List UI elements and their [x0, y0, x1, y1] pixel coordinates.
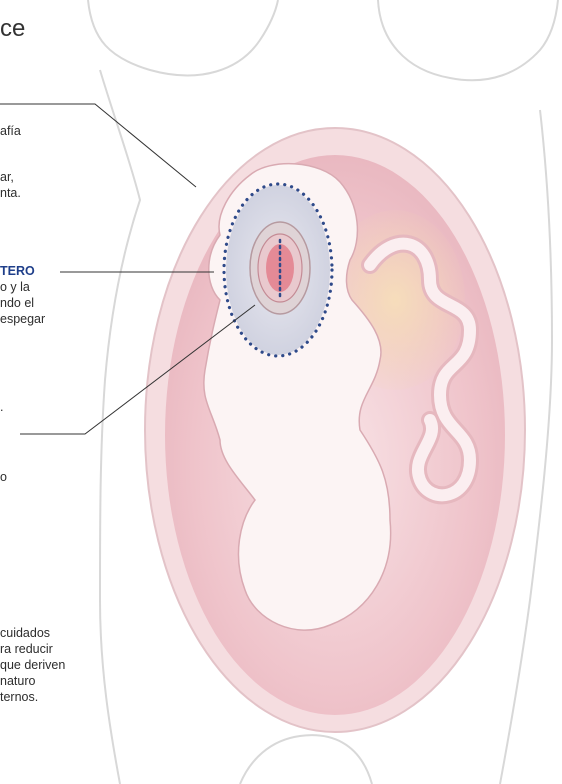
text-block-1-line-4: nta. — [0, 186, 21, 201]
text-block-5-line-4: naturo — [0, 674, 35, 689]
body-outline — [100, 70, 140, 784]
text-block-5-line-1: cuidados — [0, 626, 50, 641]
text-block-2-heading: TERO — [0, 264, 35, 279]
body-outline — [240, 735, 372, 784]
text-block-5-line-3: que deriven — [0, 658, 65, 673]
text-block-4-line-1: o — [0, 470, 7, 485]
callout-line-1 — [0, 104, 196, 187]
page-title-fragment: ce — [0, 14, 25, 44]
body-outline — [88, 0, 278, 75]
text-block-5-line-2: ra reducir — [0, 642, 53, 657]
text-block-1-line-1: afía — [0, 124, 21, 139]
text-block-2-line-3: espegar — [0, 312, 45, 327]
body-outline — [378, 0, 558, 80]
text-block-1-line-3: ar, — [0, 170, 14, 185]
text-block-2-line-2: ndo el — [0, 296, 34, 311]
text-block-5-line-5: ternos. — [0, 690, 38, 705]
text-block-3-line-1: . — [0, 400, 3, 415]
text-block-2-line-1: o y la — [0, 280, 30, 295]
